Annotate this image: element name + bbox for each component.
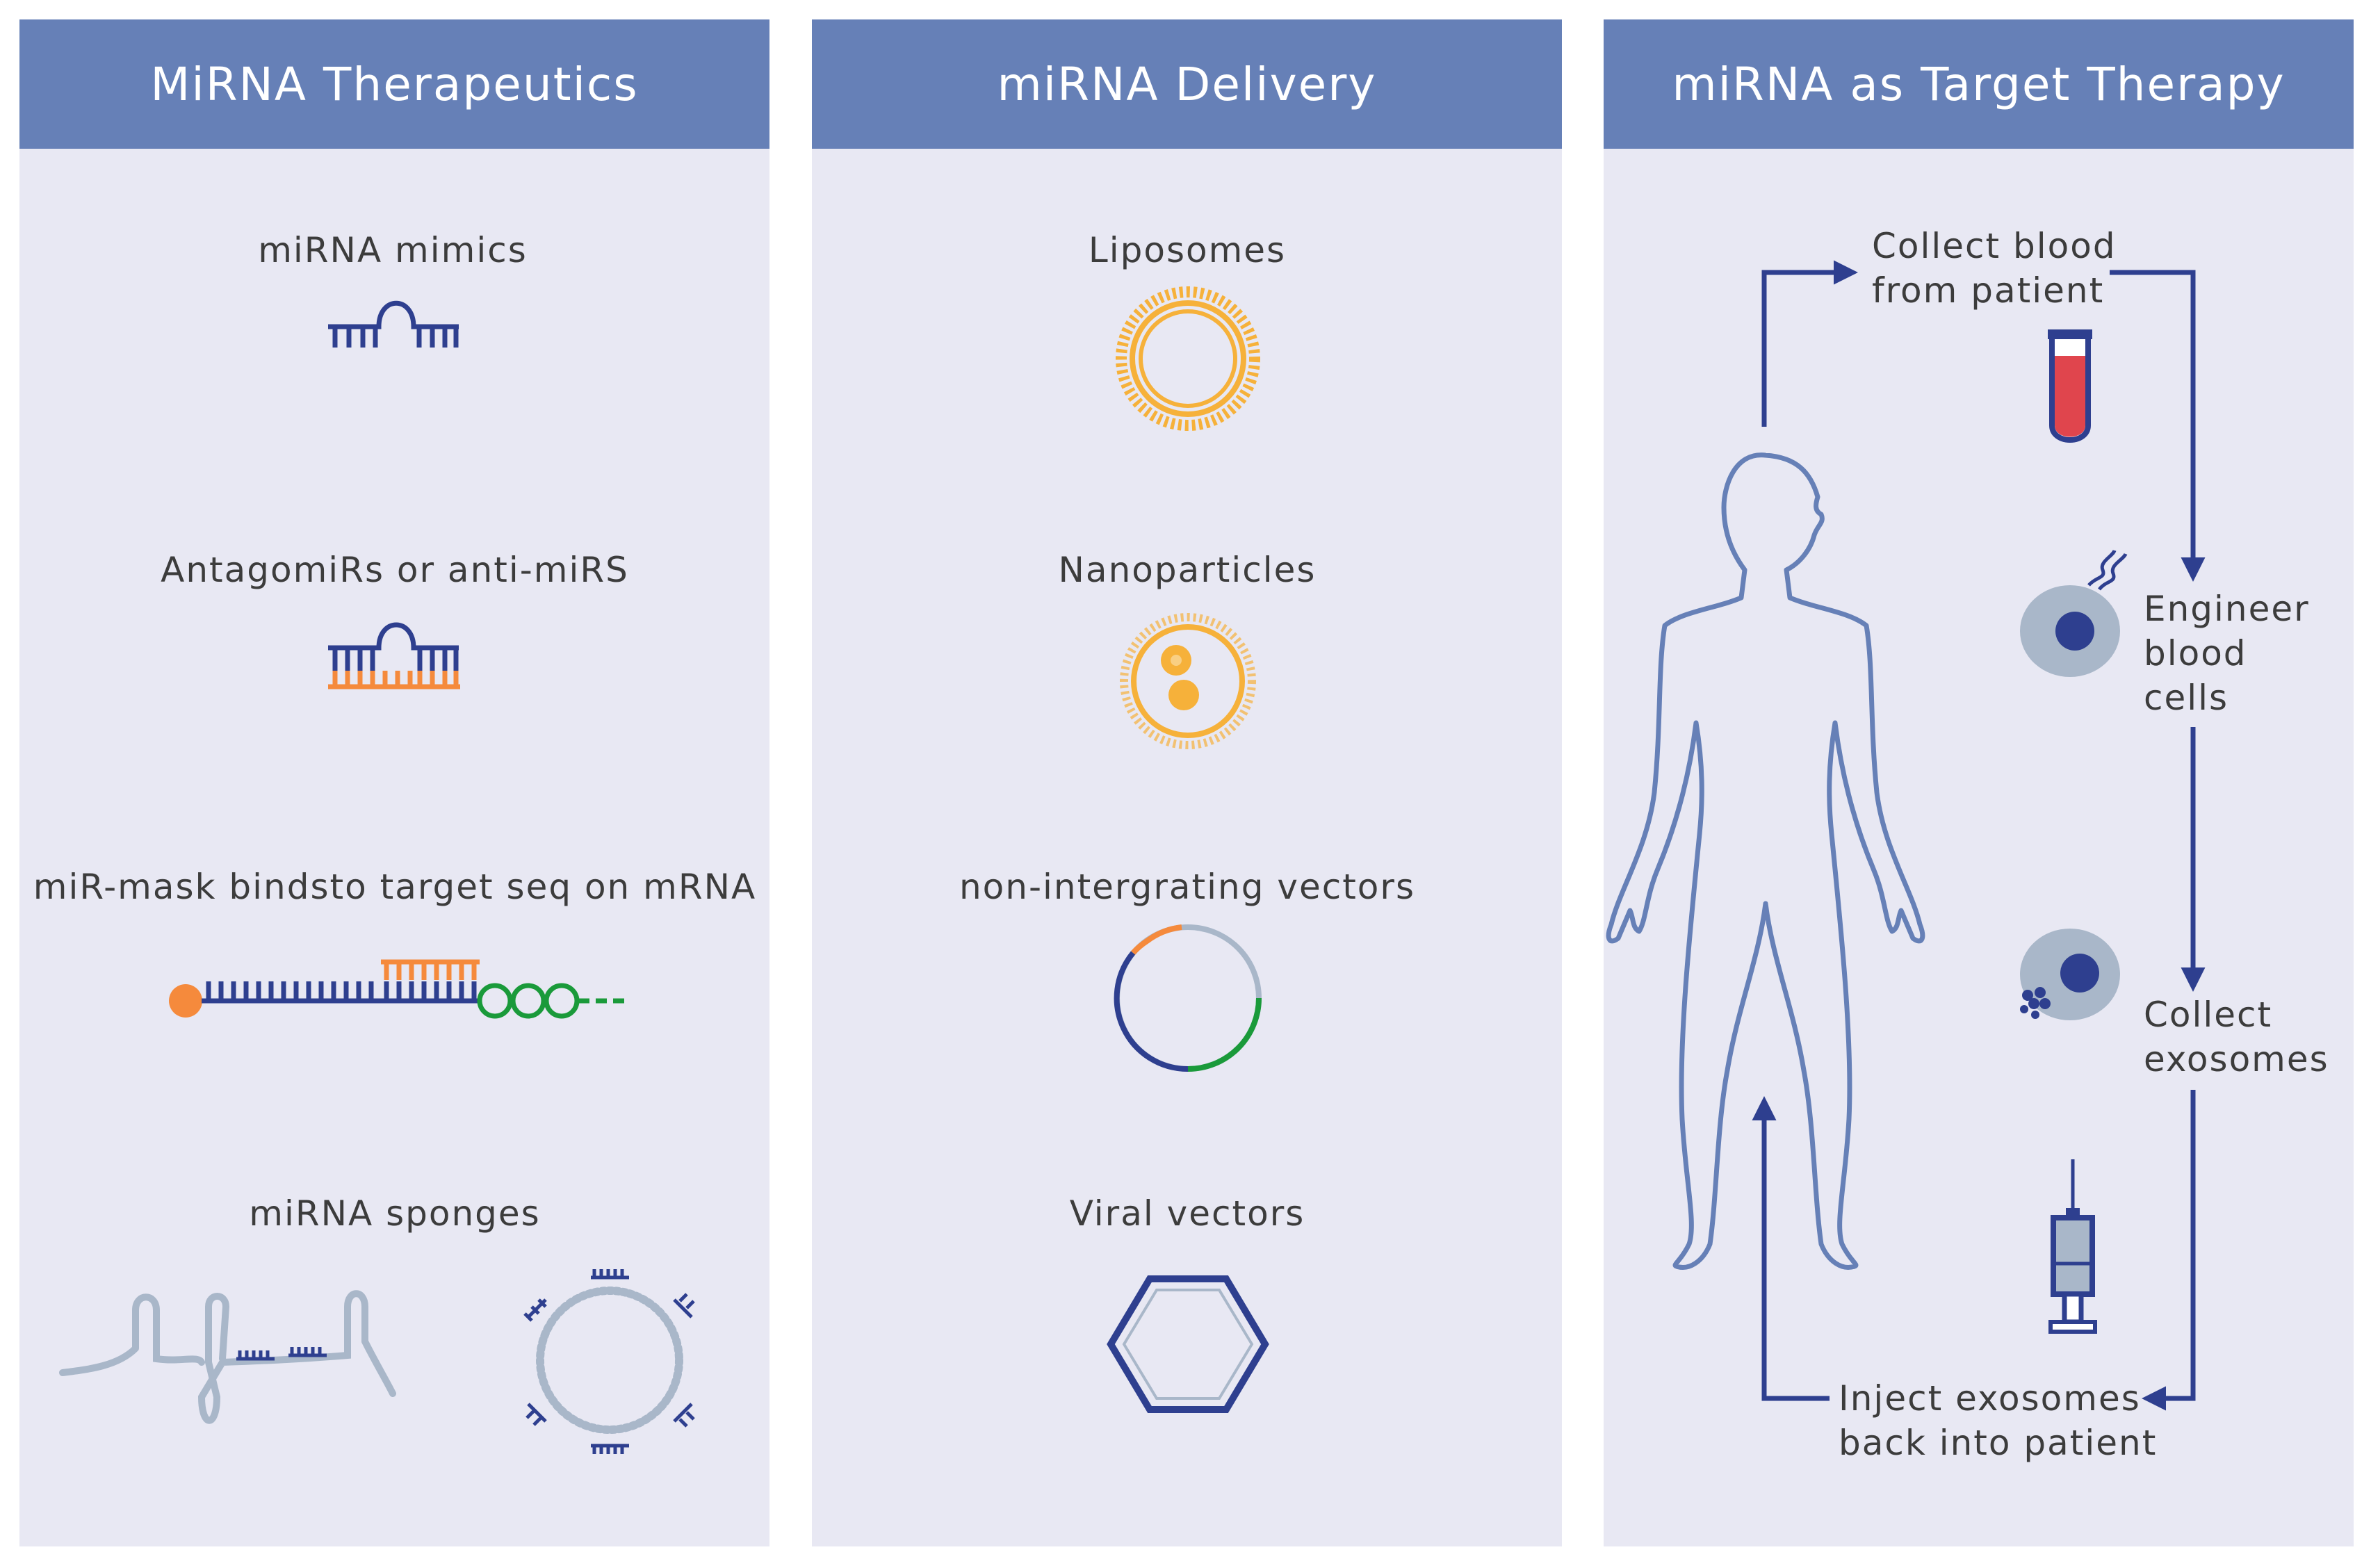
item-viral-vectors-label: Viral vectors	[1069, 1193, 1305, 1234]
step-collect-blood-line2: from patient	[1872, 270, 2105, 311]
step-engineer-line2: blood	[2144, 633, 2247, 673]
panel-mirna-therapeutics: MiRNA Therapeutics miRNA mimics Antagomi…	[19, 19, 769, 1546]
step-collect-blood-line1: Collect blood	[1872, 226, 2117, 266]
item-nanoparticles-label: Nanoparticles	[1058, 550, 1317, 590]
panel-mirna-target-therapy: miRNA as Target Therapy Collect blood fr…	[1604, 19, 2354, 1546]
cell-icon	[2020, 549, 2128, 677]
syringe-icon	[2048, 1159, 2097, 1334]
panel-title: MiRNA Therapeutics	[19, 19, 769, 149]
hairpin-strand-icon	[328, 300, 459, 348]
item-antagomirs-label: AntagomiRs or anti-miRS	[161, 550, 629, 590]
item-mir-mask-label: miR-mask bindsto target seq on mRNA	[33, 867, 757, 907]
liposome-icon	[1116, 286, 1260, 431]
item-vectors-label: non-intergrating vectors	[959, 867, 1416, 907]
item-mirna-sponges-label: miRNA sponges	[249, 1193, 541, 1234]
step-inject-line2: back into patient	[1839, 1423, 2158, 1463]
panel-mirna-delivery: miRNA Delivery Liposomes Nanoparticles n…	[812, 19, 1562, 1546]
plasmid-vector-icon	[1114, 924, 1262, 1072]
step-engineer-line3: cells	[2144, 678, 2229, 718]
blood-tube-icon	[2048, 329, 2092, 443]
cycle-arrows	[1752, 260, 2206, 1411]
step-engineer-line1: Engineer	[2144, 589, 2310, 629]
item-mirna-mimics-label: miRNA mimics	[258, 230, 528, 270]
nanoparticle-icon	[1120, 613, 1256, 749]
item-liposomes-label: Liposomes	[1088, 230, 1287, 270]
panel-title: miRNA Delivery	[812, 19, 1562, 149]
exosome-cell-icon	[2020, 929, 2120, 1020]
duplex-strand-icon	[328, 622, 460, 689]
step-inject-line1: Inject exosomes	[1839, 1378, 2141, 1419]
step-collect-exosomes-line1: Collect	[2144, 995, 2273, 1035]
mrna-mask-icon	[169, 959, 626, 1019]
panel-title: miRNA as Target Therapy	[1604, 19, 2354, 149]
step-collect-exosomes-line2: exosomes	[2144, 1039, 2329, 1079]
sponge-binding-sites	[236, 1269, 695, 1454]
sponge-icon	[59, 1287, 683, 1434]
hexagon-virus-icon	[1107, 1275, 1269, 1413]
human-body-icon	[1606, 452, 1925, 1270]
